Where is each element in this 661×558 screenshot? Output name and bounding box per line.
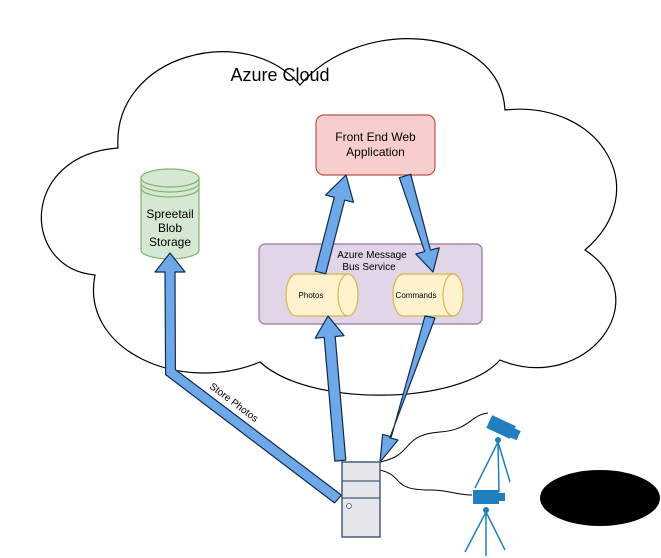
- camera-tripod-icon[interactable]: [464, 490, 506, 556]
- commands-queue[interactable]: Commands: [392, 273, 464, 317]
- cable-server-camera-top: [379, 412, 489, 463]
- camera-tripod-icon[interactable]: [474, 415, 521, 493]
- bus-label-line2: Bus Service: [342, 262, 396, 273]
- cloud-title: Azure Cloud: [230, 65, 329, 85]
- storage-label-line2: Blob: [158, 221, 182, 235]
- server-tower-icon[interactable]: [341, 461, 381, 538]
- photos-queue[interactable]: Photos: [285, 273, 359, 317]
- photos-queue-label: Photos: [299, 291, 324, 300]
- web-app-label-line1: Front End Web: [335, 130, 416, 144]
- front-end-web-app[interactable]: Front End Web Application: [315, 114, 436, 176]
- commands-queue-label: Commands: [396, 291, 437, 300]
- web-app-label-line2: Application: [346, 145, 405, 159]
- arrow-commands-to-server[interactable]: [379, 315, 436, 463]
- storage-label-line1: Spreetail: [146, 207, 193, 221]
- bus-label-line1: Azure Message: [337, 250, 407, 261]
- arrow-store-photos[interactable]: [154, 252, 343, 504]
- blob-storage[interactable]: Spreetail Blob Storage: [140, 168, 200, 260]
- cable-server-camera-bottom: [379, 469, 473, 496]
- arrow-server-to-photos[interactable]: [314, 315, 347, 462]
- arrow-photos-to-webapp[interactable]: [314, 174, 355, 275]
- black-ellipse-shape: [540, 470, 660, 526]
- arrow-webapp-to-commands[interactable]: [398, 173, 440, 273]
- storage-label-line3: Storage: [149, 235, 191, 249]
